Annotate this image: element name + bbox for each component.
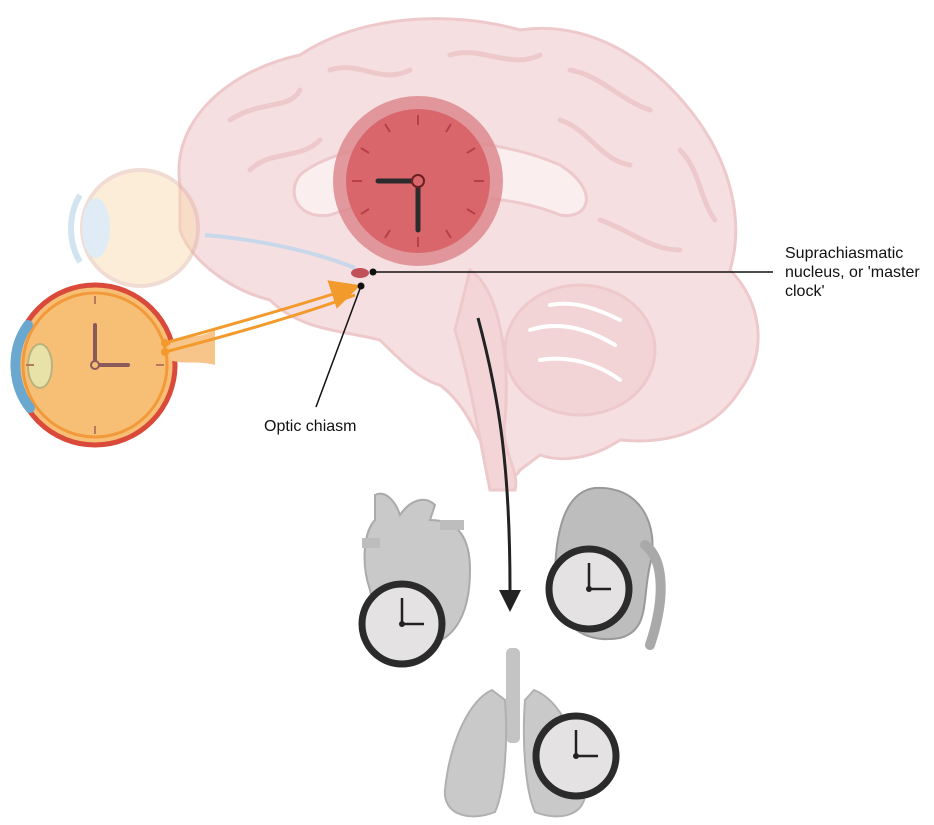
eye-icon [15,285,215,445]
scn-label: Suprachiasmatic nucleus, or 'master cloc… [785,244,930,301]
kidney-clock-icon [549,549,629,629]
scn-marker [351,268,369,278]
background-eye-icon [71,170,198,286]
master-clock-icon [333,96,503,266]
optic-chiasm-label: Optic chiasm [264,417,356,436]
heart-clock-icon [362,584,442,664]
lungs-clock-icon [536,716,616,796]
